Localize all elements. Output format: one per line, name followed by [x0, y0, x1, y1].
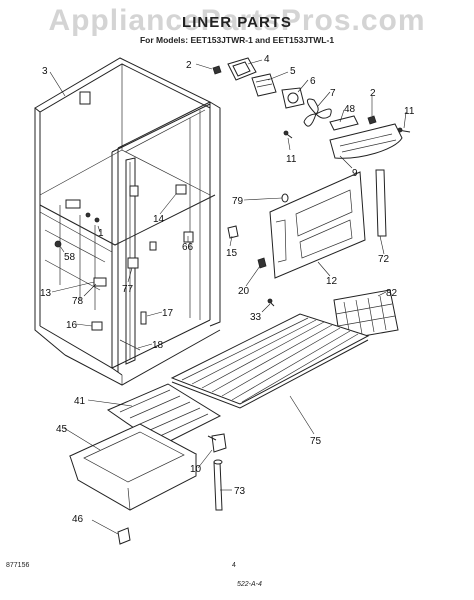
callout-18: 18 [152, 340, 164, 351]
callout-75: 75 [310, 436, 322, 447]
callout-17: 17 [162, 308, 174, 319]
leader-lines [49, 59, 407, 535]
shelf-and-ice-tray [170, 289, 399, 409]
footer-part-code: 877156 [6, 562, 30, 569]
callout-4: 4 [264, 54, 270, 65]
callout-20: 20 [238, 286, 250, 297]
callout-1: 1 [98, 228, 104, 239]
watermark: AppliancePartsPros.com [48, 4, 426, 37]
callout-45: 45 [56, 424, 68, 435]
callout-13: 13 [40, 288, 52, 299]
callout-9: 9 [352, 168, 358, 179]
callout-58: 58 [64, 252, 76, 263]
callout-72: 72 [378, 254, 390, 265]
callout-66: 66 [182, 242, 194, 253]
evaporator-fan-parts [212, 57, 411, 159]
back-panel-parts [227, 169, 387, 279]
footer-page-number: 4 [232, 562, 236, 569]
callout-41: 41 [74, 396, 86, 407]
callout-2-right: 2 [370, 88, 376, 99]
callout-33: 33 [250, 312, 262, 323]
model-subtitle: For Models: EET153JTWR-1 and EET153JTWL-… [139, 35, 335, 45]
callout-73: 73 [234, 486, 246, 497]
callout-7: 7 [330, 88, 336, 99]
callout-3: 3 [42, 66, 48, 77]
callout-15: 15 [226, 248, 238, 259]
liner-cabinet [34, 57, 221, 386]
callout-14: 14 [153, 214, 165, 225]
callout-79: 79 [232, 196, 244, 207]
callout-82: 82 [386, 288, 398, 299]
callout-2: 2 [186, 60, 192, 71]
bin-and-drain-parts [68, 383, 227, 545]
callout-10: 10 [190, 464, 202, 475]
callout-6: 6 [310, 76, 316, 87]
callout-78: 78 [72, 296, 84, 307]
callout-48: 48 [344, 104, 356, 115]
callout-labels: 3 2 4 5 6 7 48 2 11 11 9 79 14 1 66 15 7… [40, 54, 415, 525]
callout-16: 16 [66, 320, 78, 331]
footer-revision: 522-A-4 [237, 581, 262, 588]
callout-46: 46 [72, 514, 84, 525]
callout-77: 77 [122, 284, 134, 295]
page-title: LINER PARTS [182, 14, 292, 31]
callout-11-right: 11 [404, 106, 415, 117]
callout-5: 5 [290, 66, 296, 77]
callout-12: 12 [326, 276, 338, 287]
callout-11-left: 11 [286, 154, 297, 165]
